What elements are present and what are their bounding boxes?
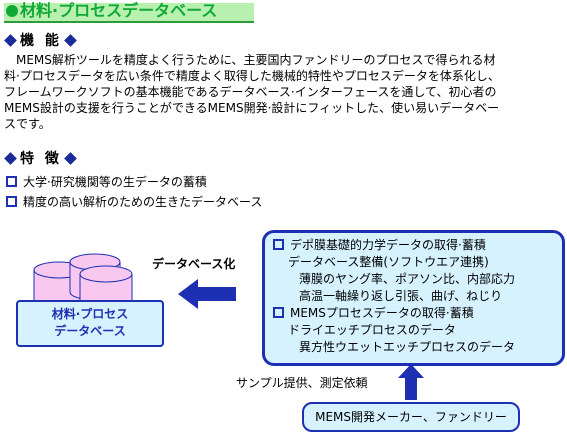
feature-item-label: 精度の高い解析のための生きたデータベース <box>23 195 263 209</box>
function-line: フレームワークソフトの基本機能であるデータベース·インターフェースを通して、初心… <box>4 85 497 99</box>
features-box: デポ膜基礎的力学データの取得·蓄積 データベース整備(ソフトウエア連携) 薄膜の… <box>262 230 565 366</box>
function-line: 料·プロセスデータを広い条件で精度よく取得した機械的特性やプロセスデータを体系化… <box>4 69 500 83</box>
features-subline: 薄膜のヤング率、ポアソン比、内部応力 <box>299 272 516 286</box>
function-heading: 機 能 <box>4 32 80 50</box>
title-bullet-icon <box>6 5 18 17</box>
features-subline: データベース整備(ソフトウエア連携) <box>288 255 489 269</box>
title-bar <box>4 3 254 23</box>
maker-label: MEMS開発メーカー、ファンドリー <box>315 410 507 424</box>
features-subline: 高温一軸繰り返し引張、曲げ、ねじり <box>299 289 503 303</box>
function-line: MEMS設計の支援を行うことができるMEMS開発·設計にフィットした、使い易いデ… <box>4 101 500 115</box>
diamond-icon <box>4 34 17 47</box>
up-arrow-icon <box>398 364 424 400</box>
feature-item: 大学·研究機関等の生データの蓄積 <box>6 174 207 190</box>
database-label-line1: 材料·プロセス <box>51 307 129 321</box>
left-arrow-icon <box>178 279 236 309</box>
diamond-icon <box>64 34 77 47</box>
features-subline: 異方性ウエットエッチプロセスのデータ <box>299 340 516 354</box>
features-item2: MEMSプロセスデータの取得·蓄積 <box>273 305 515 322</box>
features-subline: ドライエッチプロセスのデータ <box>288 323 456 337</box>
function-line: スです。 <box>4 117 51 131</box>
function-line: MEMS解析ツールを精度よく行うために、主要国内ファンドリーのプロセスで得られる… <box>4 53 496 67</box>
diamond-icon <box>64 152 77 165</box>
features-item1: デポ膜基礎的力学データの取得·蓄積 <box>273 237 515 254</box>
diamond-icon <box>4 152 17 165</box>
feature-heading: 特 徴 <box>4 150 80 168</box>
arrow-label: データベース化 <box>152 257 236 271</box>
features-item2-title: MEMSプロセスデータの取得·蓄積 <box>290 306 474 320</box>
database-label-line2: データベース <box>54 324 126 338</box>
features-item1-title: デポ膜基礎的力学データの取得·蓄積 <box>290 238 486 252</box>
feature-item-label: 大学·研究機関等の生データの蓄積 <box>23 175 207 189</box>
database-label-box: 材料·プロセス データベース <box>16 300 164 347</box>
feature-item: 精度の高い解析のための生きたデータベース <box>6 194 262 210</box>
maker-box: MEMS開発メーカー、ファンドリー <box>302 402 520 432</box>
checkbox-square-icon <box>6 176 17 187</box>
function-paragraph: MEMS解析ツールを精度よく行うために、主要国内ファンドリーのプロセスで得られる… <box>4 52 500 132</box>
function-heading-label: 機 能 <box>20 33 62 49</box>
checkbox-square-icon <box>273 307 284 318</box>
checkbox-square-icon <box>273 239 284 250</box>
checkbox-square-icon <box>6 196 17 207</box>
page-title: 材料·プロセスデータベース <box>20 1 218 20</box>
supply-label: サンプル提供、測定依頼 <box>236 376 368 390</box>
feature-heading-label: 特 徴 <box>20 151 62 167</box>
